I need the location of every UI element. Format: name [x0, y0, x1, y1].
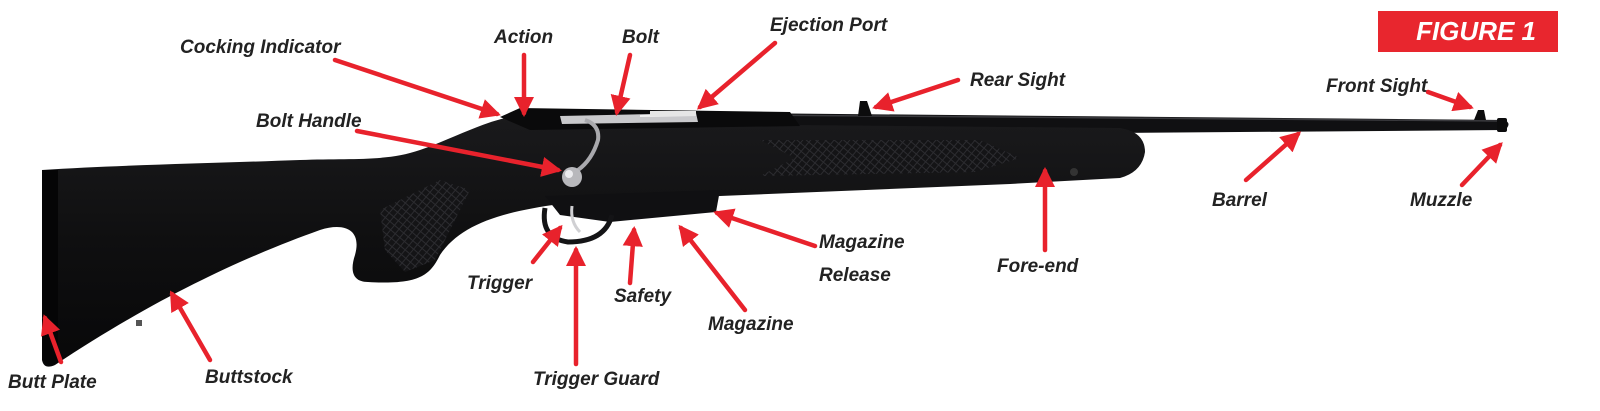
- ejection-port-shape: [650, 111, 696, 116]
- grip-checkering: [380, 180, 470, 272]
- trigger-shape: [570, 205, 582, 234]
- figure-badge: FIGURE 1: [1378, 11, 1558, 52]
- label-action: Action: [494, 27, 554, 48]
- stock-shape: [42, 115, 1145, 367]
- arrow-cocking-indicator: [332, 57, 501, 119]
- arrow-ejection-port: [696, 40, 778, 110]
- label-ejection-port: Ejection Port: [770, 15, 888, 36]
- arrow-bolt-handle: [354, 128, 562, 177]
- arrow-butt-plate: [41, 314, 64, 365]
- label-butt-plate: Butt Plate: [8, 372, 97, 393]
- label-bolt: Bolt: [622, 27, 659, 48]
- figure-badge-bg: [1378, 11, 1558, 52]
- forend-checkering: [760, 140, 1020, 176]
- arrow-magazine: [678, 224, 748, 313]
- label-magazine-release: Magazine Release: [819, 226, 905, 292]
- label-magazine-release-line1: Magazine: [819, 232, 905, 253]
- label-bolt-handle: Bolt Handle: [256, 111, 362, 132]
- arrow-bolt: [610, 52, 633, 116]
- trigger-guard-shape: [541, 207, 615, 245]
- label-buttstock: Buttstock: [205, 367, 293, 388]
- arrow-muzzle: [1459, 142, 1503, 188]
- magazine-shape: [545, 190, 720, 222]
- label-magazine-release-line2: Release: [819, 265, 891, 286]
- label-fore-end: Fore-end: [997, 256, 1079, 277]
- label-front-sight: Front Sight: [1326, 76, 1428, 97]
- arrow-safety: [622, 225, 643, 286]
- callout-arrows: [41, 40, 1503, 367]
- arrow-barrel: [1243, 131, 1302, 183]
- label-magazine: Magazine: [708, 314, 794, 335]
- label-safety: Safety: [614, 286, 672, 307]
- label-trigger-guard: Trigger Guard: [533, 369, 660, 390]
- front-sight-shape: [1474, 110, 1486, 120]
- figure-label: FIGURE 1: [1416, 16, 1536, 46]
- bolt-handle-shape: [576, 118, 601, 172]
- label-rear-sight: Rear Sight: [970, 70, 1066, 91]
- arrow-magazine-release: [713, 208, 818, 249]
- label-trigger: Trigger: [467, 273, 533, 294]
- arrow-trigger: [530, 224, 563, 265]
- label-muzzle: Muzzle: [1410, 190, 1473, 211]
- label-cocking-indicator: Cocking Indicator: [180, 37, 341, 58]
- arrow-buttstock: [169, 290, 213, 363]
- arrow-front-sight: [1425, 89, 1474, 112]
- label-barrel: Barrel: [1212, 190, 1267, 211]
- rear-sight-shape: [858, 101, 872, 116]
- arrow-rear-sight: [872, 77, 961, 112]
